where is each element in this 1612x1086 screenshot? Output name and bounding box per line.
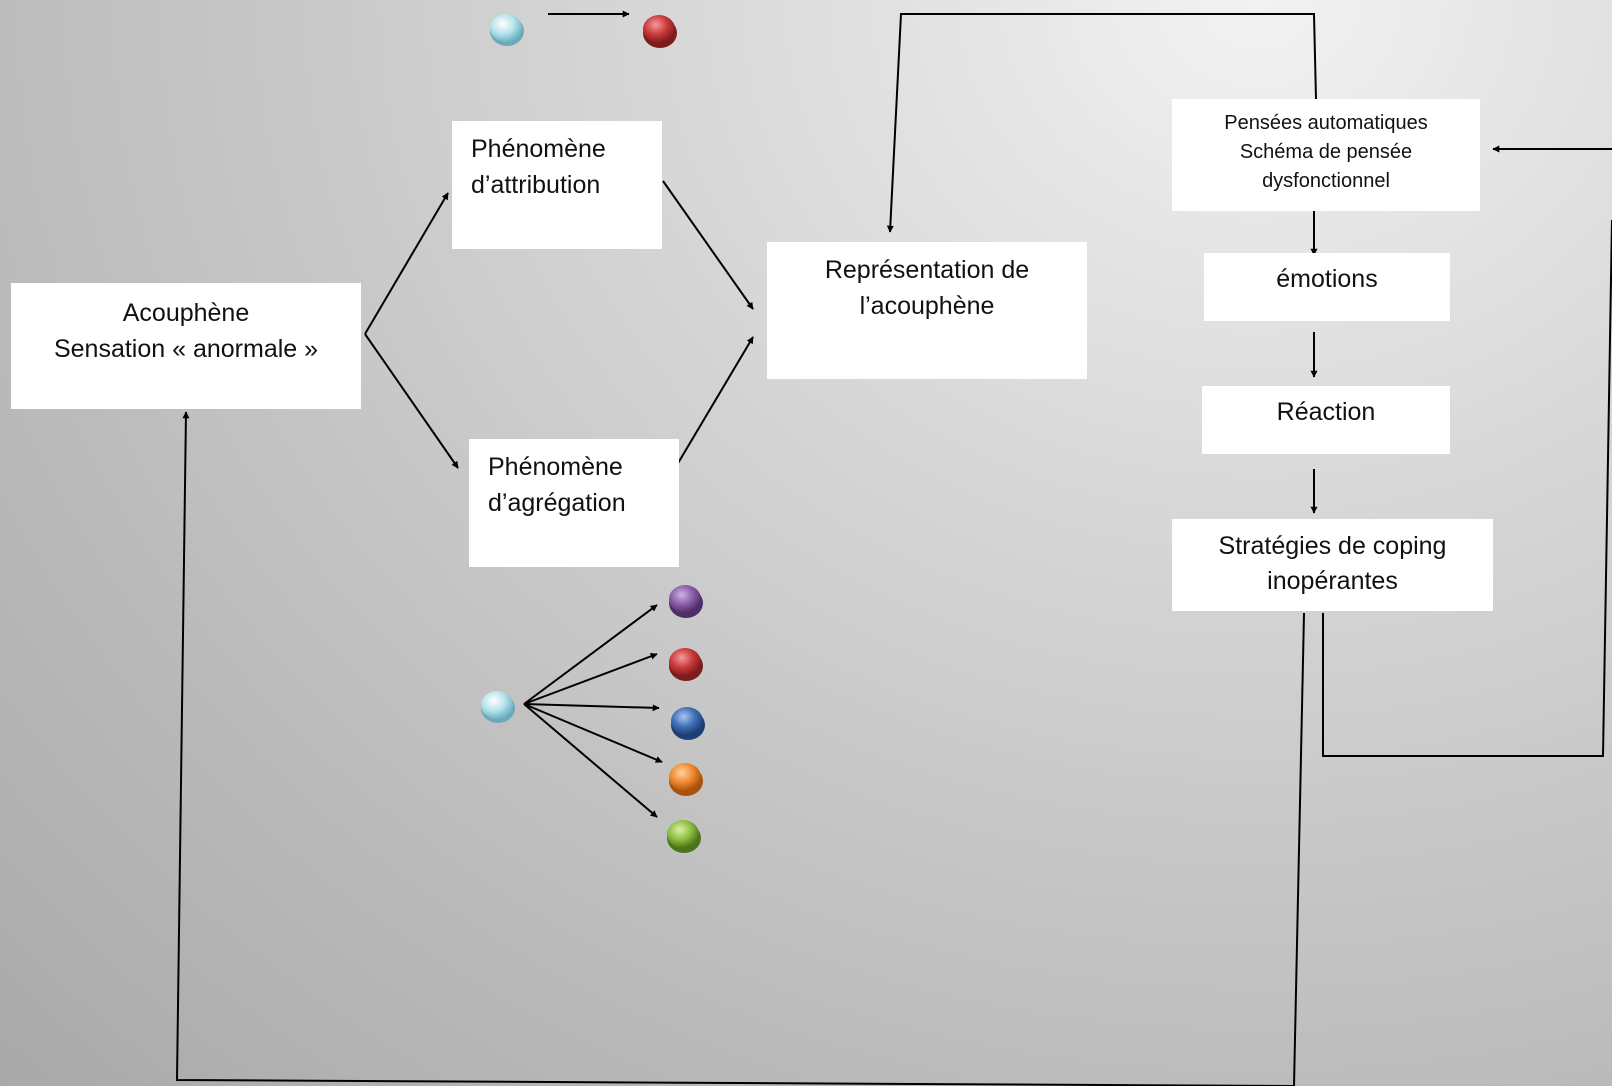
box-representation-line-2: l’acouphène: [859, 292, 995, 320]
aggregation-dot-purple-face: [669, 585, 701, 613]
arrow-strategies-to-acouphene: [1293, 612, 1305, 1086]
arrow-attribution-to-representation: [662, 180, 754, 310]
aggregation-arrow-3: [523, 703, 660, 712]
box-attribution-line-2: d’attribution: [471, 171, 601, 199]
box-attribution-line-1: Phénomène: [471, 135, 606, 163]
legend-target-dot-face: [643, 15, 675, 43]
arrow-pensees-to-representation: [886, 13, 1317, 233]
arrow-agregation-to-representation: [670, 336, 754, 476]
box-acouphene-line-2: Sensation « anormale »: [53, 335, 319, 363]
arrow-acouphene-to-attribution: [364, 192, 449, 335]
aggregation-dot-red-face: [669, 648, 701, 676]
box-reaction-label: Réaction: [1276, 398, 1376, 426]
box-agregation: Phénomène d’agrégation: [469, 439, 679, 567]
box-pensees: Pensées automatiques Schéma de pensée dy…: [1172, 99, 1480, 211]
aggregation-arrow-2: [523, 652, 658, 705]
box-emotions: émotions: [1204, 253, 1450, 321]
box-strategies: Stratégies de coping inopérantes: [1172, 519, 1493, 611]
box-strategies-line-2: inopérantes: [1267, 567, 1398, 595]
aggregation-arrow-4: [523, 703, 663, 763]
box-representation: Représentation de l’acouphène: [767, 242, 1087, 379]
aggregation-dot-blue-face: [671, 707, 703, 735]
box-pensees-line-2: Schéma de pensée: [1239, 141, 1413, 163]
box-agregation-line-1: Phénomène: [488, 453, 623, 481]
legend-source-dot-face: [490, 14, 522, 42]
box-representation-line-1: Représentation de: [824, 256, 1030, 284]
box-acouphene-line-1: Acouphène: [122, 299, 250, 327]
aggregation-arrow-1: [523, 604, 658, 705]
arrow-bottom-to-acouphene: [175, 411, 1295, 1086]
box-pensees-line-1: Pensées automatiques: [1224, 112, 1428, 134]
arrow-strategies-to-pensees: [1322, 219, 1612, 757]
aggregation-dot-orange-face: [669, 763, 701, 791]
box-strategies-line-1: Stratégies de coping: [1218, 532, 1447, 560]
box-pensees-line-3: dysfonctionnel: [1262, 170, 1390, 192]
aggregation-source-dot-face: [481, 691, 513, 719]
arrow-acouphene-to-agregation: [364, 333, 459, 469]
box-acouphene: Acouphène Sensation « anormale »: [11, 283, 361, 409]
box-emotions-label: émotions: [1276, 265, 1378, 293]
box-agregation-line-2: d’agrégation: [488, 489, 626, 517]
box-reaction: Réaction: [1202, 386, 1450, 454]
box-attribution: Phénomène d’attribution: [452, 121, 662, 249]
aggregation-dot-green-face: [667, 820, 699, 848]
aggregation-arrow-5: [523, 703, 658, 818]
